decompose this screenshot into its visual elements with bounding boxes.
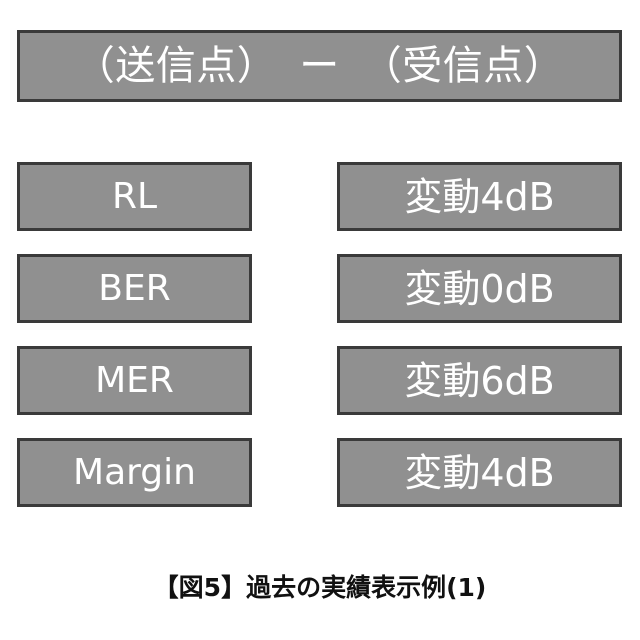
metric-label-box: MER: [17, 346, 252, 415]
metric-label-text: BER: [98, 267, 171, 309]
metric-value-box: 変動4dB: [337, 162, 622, 231]
receive-point-label: （受信点）: [361, 43, 565, 89]
metric-label-text: MER: [95, 359, 174, 401]
metric-value-box: 変動0dB: [337, 254, 622, 323]
transmit-point-label: （送信点）: [74, 43, 278, 89]
metric-label-box: Margin: [17, 438, 252, 507]
figure-caption: 【図5】過去の実績表示例(1): [153, 573, 487, 602]
metric-label-box: RL: [17, 162, 252, 231]
metric-label-box: BER: [17, 254, 252, 323]
metric-value-text: 変動0dB: [404, 266, 555, 311]
metric-value-box: 変動4dB: [337, 438, 622, 507]
header-link-box: （送信点） ー （受信点）: [17, 30, 622, 102]
metric-value-text: 変動4dB: [404, 450, 555, 495]
metric-value-text: 変動6dB: [404, 358, 555, 403]
metric-value-text: 変動4dB: [404, 174, 555, 219]
metric-label-text: Margin: [73, 451, 196, 493]
metric-label-text: RL: [111, 175, 158, 217]
link-dash-icon: ー: [299, 43, 340, 89]
metric-value-box: 変動6dB: [337, 346, 622, 415]
